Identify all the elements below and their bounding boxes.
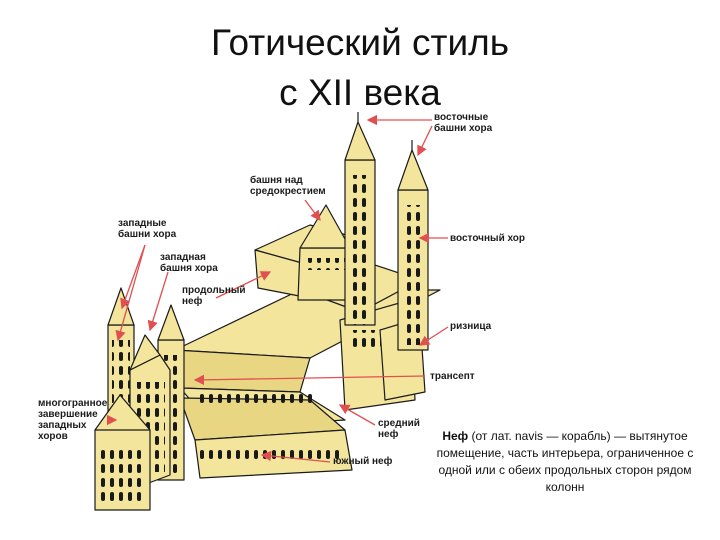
nave-roof-slope <box>174 349 311 393</box>
nave-windows <box>200 446 340 462</box>
slide-title-line-2: с XII века <box>279 72 441 113</box>
label-east-choir: восточный хор <box>450 233 526 244</box>
clerestory-windows <box>195 394 315 408</box>
definition-term: Неф <box>442 429 469 443</box>
label-south-nave: южный неф <box>333 456 393 467</box>
definition-text: (от лат. navis — корабль) — вытянутое по… <box>436 429 694 494</box>
label-transept: трансепт <box>430 371 475 382</box>
nave-definition: Неф (от лат. navis — корабль) — вытянуто… <box>430 428 700 496</box>
crossing-tower-roof <box>299 204 351 249</box>
slide-title-line-1: Готический стиль <box>210 22 510 63</box>
label-sacristy: ризница <box>450 321 492 332</box>
